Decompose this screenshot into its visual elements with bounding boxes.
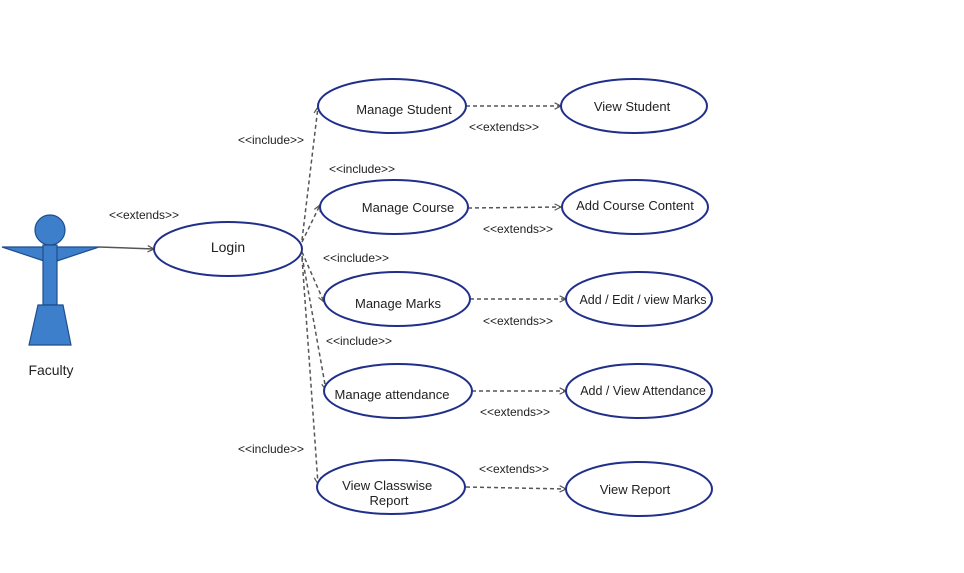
relation-label-include-4: <<include>> bbox=[326, 334, 392, 348]
use-case-label-view-student: View Student bbox=[594, 99, 671, 114]
use-case-view-classwise-report bbox=[316, 459, 466, 515]
use-case-label-line-2: Report bbox=[369, 493, 408, 508]
relation-label-extends-3: <<extends>> bbox=[483, 314, 553, 328]
use-case-labels: Login Manage Student Manage Course Manag… bbox=[211, 99, 707, 508]
use-case-label-add-course-content: Add Course Content bbox=[576, 198, 694, 213]
relation-label-include-3: <<include>> bbox=[323, 251, 389, 265]
include-line-manage-attendance bbox=[301, 255, 326, 390]
use-case-label-manage-marks: Manage Marks bbox=[355, 296, 441, 311]
use-case-add-edit-view-marks bbox=[565, 271, 713, 327]
use-case-manage-attendance bbox=[323, 363, 473, 419]
relation-labels: <<extends>> <<include>> <<include>> <<in… bbox=[109, 120, 553, 476]
relation-label-include-5: <<include>> bbox=[238, 442, 304, 456]
use-case-add-view-attendance bbox=[565, 363, 713, 419]
relation-label-include-2: <<include>> bbox=[329, 162, 395, 176]
use-case-label-manage-student: Manage Student bbox=[356, 102, 452, 117]
relation-label-extends-5: <<extends>> bbox=[479, 462, 549, 476]
use-case-view-student bbox=[560, 78, 708, 134]
include-line-view-classwise-report bbox=[301, 257, 318, 484]
use-case-label-manage-course: Manage Course bbox=[362, 200, 455, 215]
include-line-manage-marks bbox=[301, 251, 324, 302]
relation-label-include-1: <<include>> bbox=[238, 133, 304, 147]
actor-login-line bbox=[98, 247, 154, 249]
connectors bbox=[98, 106, 566, 489]
use-case-label-view-report: View Report bbox=[600, 482, 671, 497]
use-case-label-add-edit-view-marks: Add / Edit / view Marks bbox=[579, 293, 706, 307]
use-case-manage-marks bbox=[323, 271, 471, 327]
include-line-manage-student bbox=[301, 107, 318, 241]
actor-label: Faculty bbox=[28, 362, 73, 378]
use-case-label-view-classwise-report: View Classwise Report bbox=[342, 478, 436, 508]
relation-label-extends-4: <<extends>> bbox=[480, 405, 550, 419]
use-case-manage-student bbox=[317, 78, 467, 134]
extends-line-add-course-content bbox=[467, 207, 561, 208]
stick-figure-actor-icon bbox=[1, 214, 100, 346]
use-case-manage-course bbox=[319, 179, 469, 235]
use-case-label-add-view-attendance: Add / View Attendance bbox=[580, 384, 706, 398]
use-case-login bbox=[153, 221, 303, 277]
faculty-actor: Faculty bbox=[1, 214, 100, 378]
relation-label-extends-1: <<extends>> bbox=[469, 120, 539, 134]
use-cases bbox=[153, 78, 713, 517]
use-case-label-manage-attendance: Manage attendance bbox=[335, 387, 450, 402]
use-case-label-line-1: View Classwise bbox=[342, 478, 432, 493]
use-case-add-course-content bbox=[561, 179, 709, 235]
relation-label-actor-login: <<extends>> bbox=[109, 208, 179, 222]
relation-label-extends-2: <<extends>> bbox=[483, 222, 553, 236]
extends-line-view-report bbox=[465, 487, 566, 489]
use-case-label-login: Login bbox=[211, 239, 245, 255]
use-case-view-report bbox=[565, 461, 713, 517]
